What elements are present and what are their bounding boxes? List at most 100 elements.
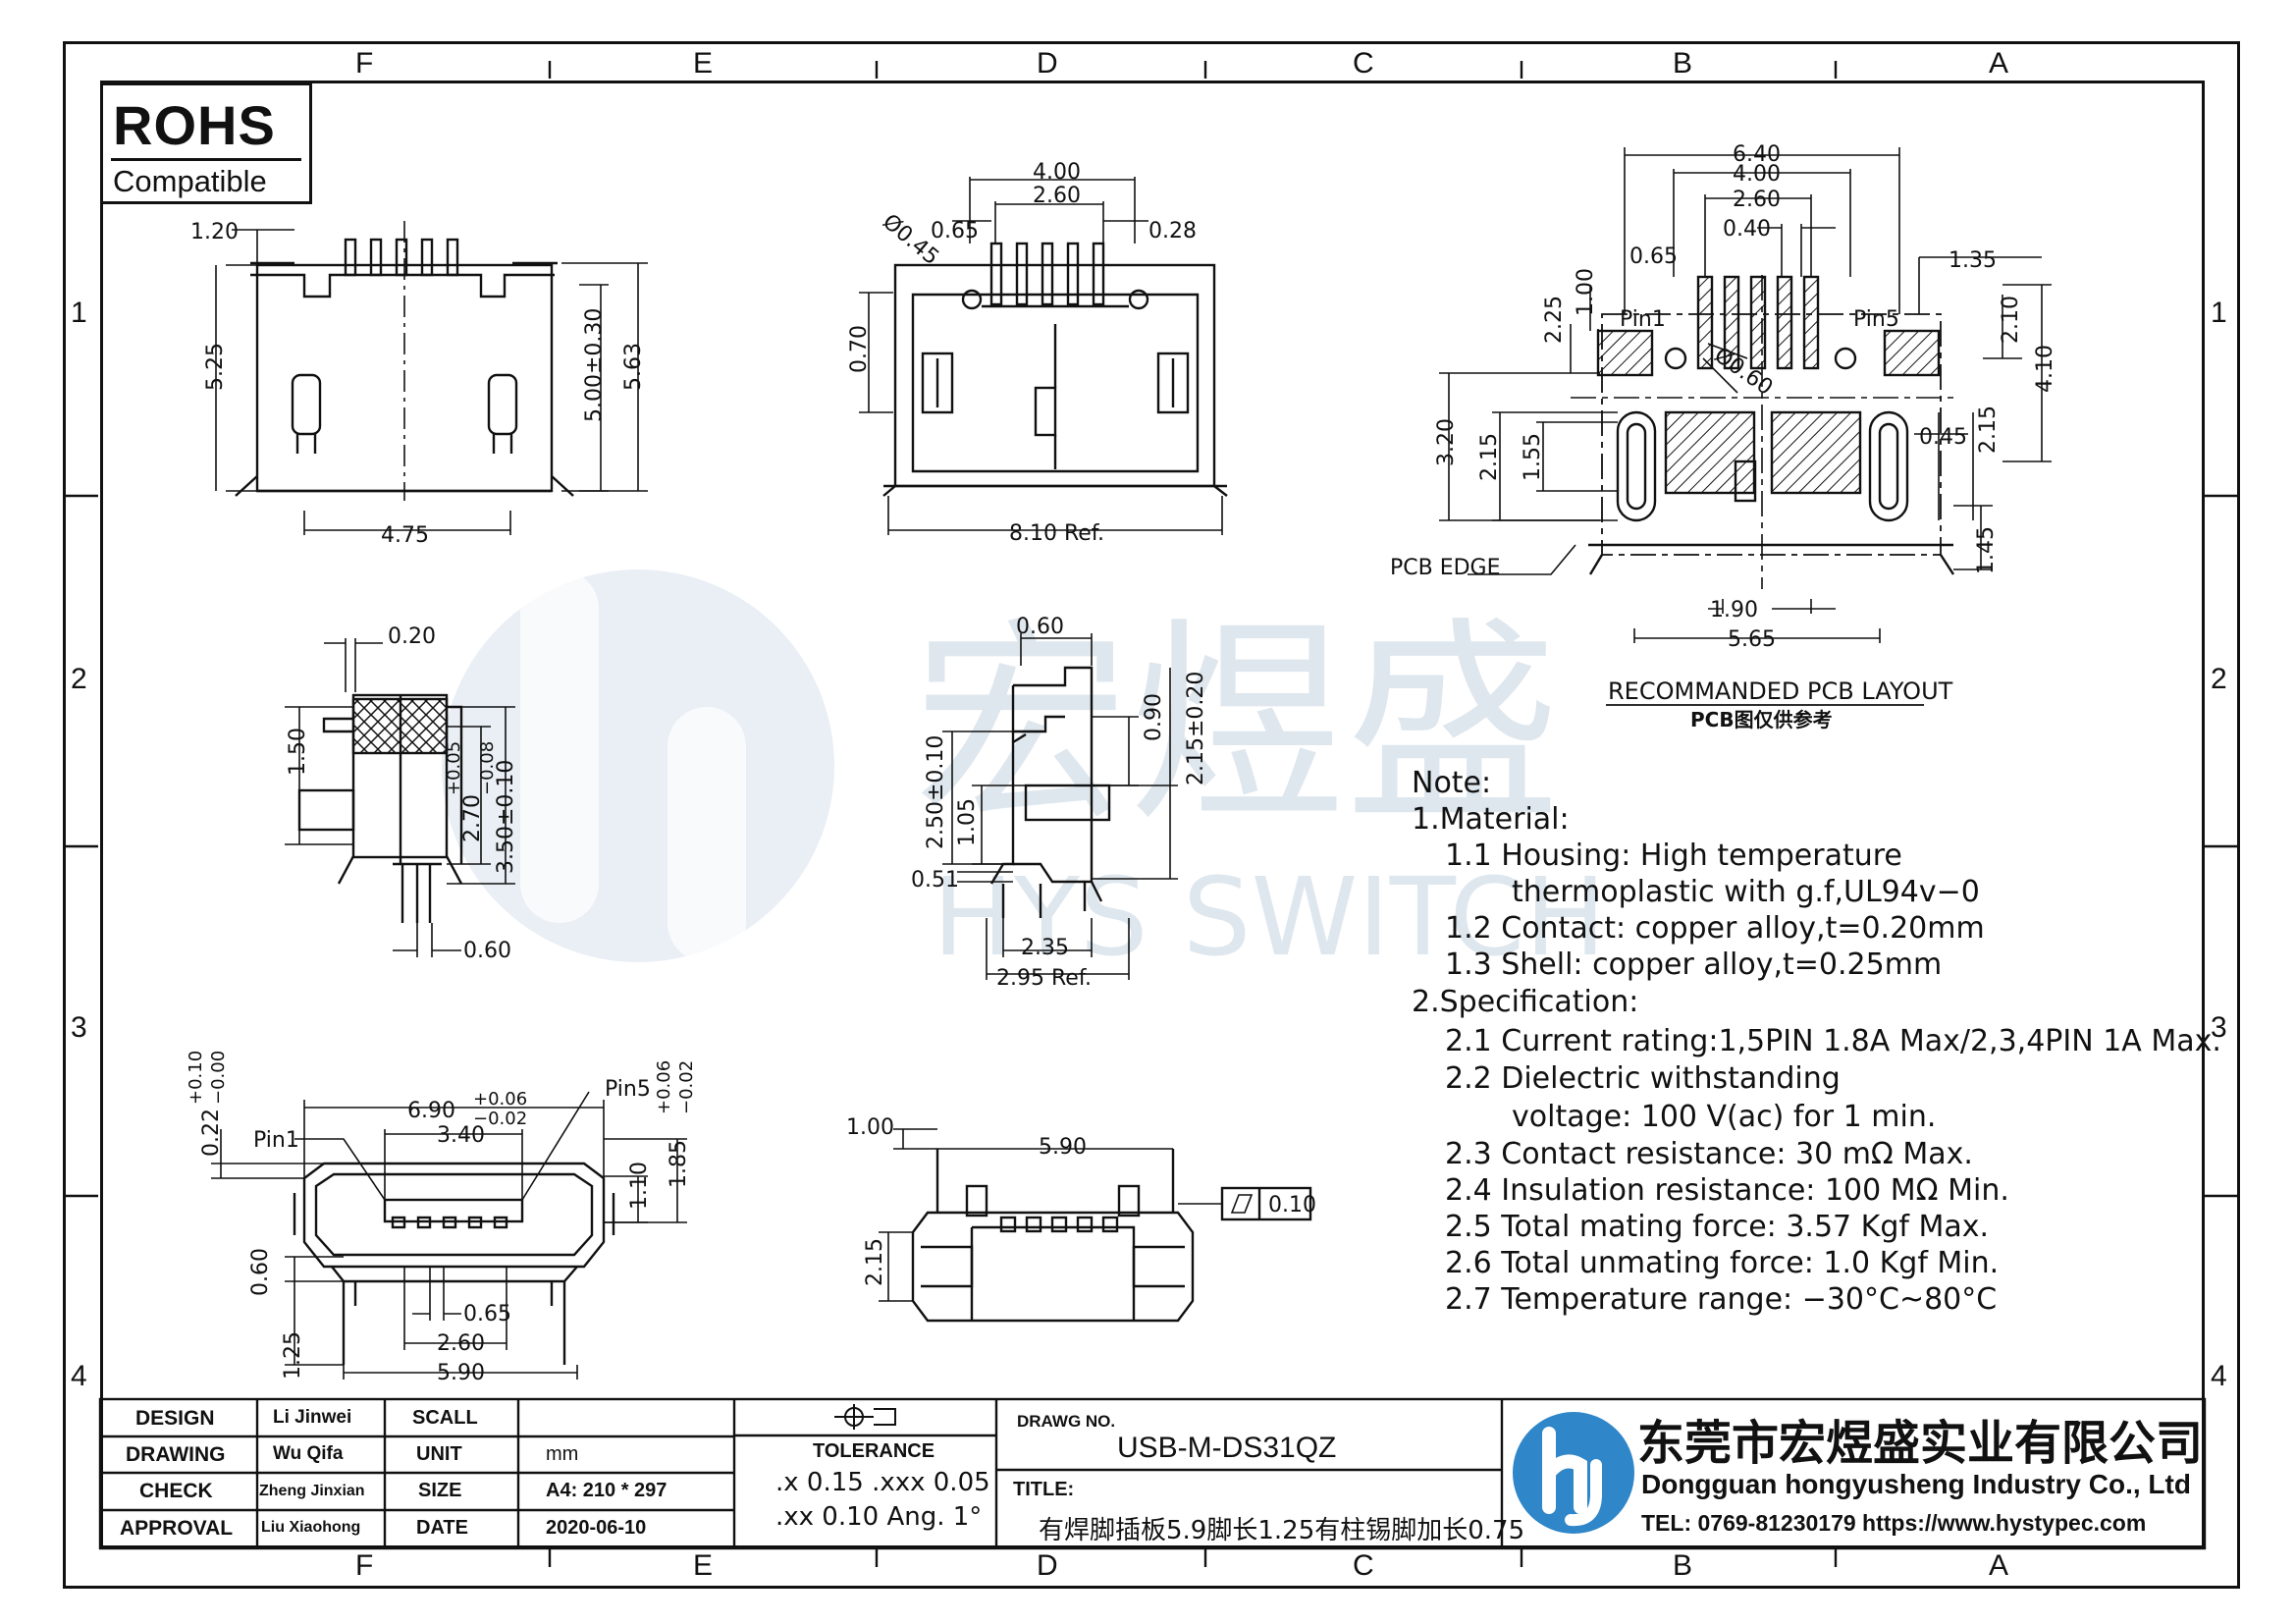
pcb-edge-label: PCB EDGE bbox=[1390, 556, 1501, 580]
note-line-6: 2.Specification: bbox=[1412, 985, 1639, 1019]
dim-bot-15: 1.25 bbox=[281, 1331, 305, 1380]
zone-right-2: 2 bbox=[2211, 663, 2227, 695]
tb-date-value: 2020-06-10 bbox=[546, 1517, 647, 1539]
dim-sidem-2: 0.90 bbox=[1142, 693, 1166, 741]
zone-top-F: F bbox=[355, 47, 374, 80]
dim-front-6: 0.70 bbox=[847, 325, 872, 373]
tb-title-label: TITLE: bbox=[1013, 1479, 1075, 1500]
tb-scale-key: SCALL bbox=[412, 1407, 478, 1429]
tb-design-label: DESIGN bbox=[135, 1407, 215, 1430]
dim-pcb-8: 2.25 bbox=[1542, 296, 1567, 344]
dim-top-4: 5.63 bbox=[621, 343, 646, 391]
dim-top-3: 5.00±0.30 bbox=[582, 308, 607, 422]
dim-bot-6: −0.02 bbox=[473, 1109, 527, 1129]
dim-pcb-12: Pin1 bbox=[1620, 307, 1666, 332]
zone-top-B: B bbox=[1673, 47, 1693, 80]
dim-pcb-2: 4.00 bbox=[1733, 162, 1781, 187]
dim-bot-2: +0.10 bbox=[186, 1051, 206, 1105]
dim-pcb-7: 1.00 bbox=[1574, 268, 1598, 316]
tb-unit-key: UNIT bbox=[416, 1443, 462, 1465]
dim-bot-10: 1.10 bbox=[627, 1162, 652, 1210]
dim-rear-3: 0.10 bbox=[1268, 1193, 1316, 1218]
note-line-11: 2.4 Insulation resistance: 100 MΩ Min. bbox=[1445, 1173, 2009, 1208]
dim-front-2: 2.60 bbox=[1033, 184, 1081, 208]
dim-top-1: 1.20 bbox=[190, 220, 239, 244]
note-line-13: 2.6 Total unmating force: 1.0 Kgf Min. bbox=[1445, 1246, 2000, 1280]
tb-unit-value: mm bbox=[546, 1443, 579, 1465]
dim-front-4: 0.28 bbox=[1148, 219, 1197, 244]
dim-pcb-3: 2.60 bbox=[1733, 188, 1781, 212]
side-view-mid bbox=[942, 633, 1178, 980]
dim-bot-12: +0.06 bbox=[654, 1060, 674, 1114]
dim-sidem-5: 1.05 bbox=[955, 798, 980, 846]
rear-view bbox=[879, 1128, 1312, 1323]
tb-title: 有焊脚插板5.9脚长1.25有柱锡脚加长0.75 bbox=[1039, 1516, 1525, 1545]
dim-bot-18: 5.90 bbox=[437, 1361, 485, 1385]
dim-sidel-6: 3.50±0.10 bbox=[494, 760, 518, 874]
dim-pcb-15: 0.45 bbox=[1919, 425, 1967, 450]
rohs-title: ROHS bbox=[113, 94, 276, 156]
dim-pcb-18: 1.55 bbox=[1521, 433, 1545, 481]
dim-sidel-3: 2.70 bbox=[460, 794, 485, 842]
note-line-8: 2.2 Dielectric withstanding bbox=[1445, 1061, 1841, 1096]
zone-left-4: 4 bbox=[71, 1360, 87, 1392]
dim-sidem-1: 0.60 bbox=[1016, 615, 1064, 639]
dim-bot-5: +0.06 bbox=[473, 1089, 527, 1110]
dim-top-5: 4.75 bbox=[381, 523, 429, 548]
tb-check-name: Zheng Jinxian bbox=[259, 1483, 365, 1499]
zone-bot-E: E bbox=[693, 1549, 714, 1582]
zone-right-3: 3 bbox=[2211, 1011, 2227, 1044]
dim-bot-9: Pin5 bbox=[605, 1077, 651, 1102]
dim-bot-16: 0.65 bbox=[463, 1302, 511, 1326]
zone-left-1: 1 bbox=[71, 297, 87, 329]
pcb-layout-view bbox=[1439, 147, 2052, 643]
rohs-subtitle: Compatible bbox=[113, 164, 267, 198]
dim-pcb-6: 1.35 bbox=[1949, 248, 1997, 273]
dim-bot-7: 3.40 bbox=[437, 1123, 485, 1148]
dim-bot-13: −0.02 bbox=[676, 1060, 697, 1114]
dim-sidel-5: −0.08 bbox=[477, 741, 498, 795]
side-view-left bbox=[285, 638, 515, 957]
dim-bot-1: 0.22 bbox=[199, 1109, 224, 1157]
dim-sidem-8: 2.95 Ref. bbox=[996, 966, 1092, 991]
zone-bot-D: D bbox=[1037, 1549, 1058, 1582]
dim-sidem-7: 2.35 bbox=[1021, 936, 1069, 960]
tb-contact: TEL: 0769-81230179 https://www.hystypec.… bbox=[1641, 1510, 2147, 1536]
dim-pcb-20: 1.90 bbox=[1710, 598, 1758, 623]
dim-sidel-4: +0.05 bbox=[444, 741, 464, 795]
dim-rear-1: 1.00 bbox=[846, 1115, 894, 1140]
tb-size-key: SIZE bbox=[418, 1480, 462, 1501]
tb-drawing-label: DRAWING bbox=[126, 1443, 226, 1466]
note-line-9: voltage: 100 V(ac) for 1 min. bbox=[1512, 1100, 1937, 1134]
note-line-1: 1.Material: bbox=[1412, 802, 1570, 837]
tb-design-name: Li Jinwei bbox=[273, 1407, 352, 1428]
tb-drawing-no: USB-M-DS31QZ bbox=[1117, 1432, 1337, 1464]
note-line-10: 2.3 Contact resistance: 30 mΩ Max. bbox=[1445, 1137, 1973, 1171]
dim-pcb-5: 0.65 bbox=[1629, 244, 1678, 269]
dim-sidem-3: 2.15±0.20 bbox=[1184, 672, 1208, 785]
rohs-divider bbox=[111, 158, 301, 161]
dim-bot-8: Pin1 bbox=[253, 1128, 299, 1153]
dim-pcb-16: 3.20 bbox=[1434, 418, 1459, 466]
tb-drawing-name: Wu Qifa bbox=[273, 1443, 344, 1464]
zone-left-2: 2 bbox=[71, 663, 87, 695]
zone-bot-A: A bbox=[1989, 1549, 2009, 1582]
tb-tolerance-line1: .x 0.15 .xxx 0.05 bbox=[775, 1468, 990, 1497]
dim-pcb-19: 1.45 bbox=[1974, 526, 1999, 574]
dim-sidel-1: 0.20 bbox=[388, 624, 436, 649]
dim-bot-11: 1.85 bbox=[667, 1140, 691, 1188]
front-view bbox=[859, 177, 1228, 535]
dim-front-7: 8.10 Ref. bbox=[1009, 521, 1104, 546]
dim-bot-14: 0.60 bbox=[248, 1248, 273, 1296]
dim-bot-17: 2.60 bbox=[437, 1331, 485, 1356]
dim-front-1: 4.00 bbox=[1033, 160, 1081, 185]
pcb-layout-title: RECOMMANDED PCB LAYOUT bbox=[1608, 677, 1953, 705]
zone-bot-F: F bbox=[355, 1549, 374, 1582]
dim-pcb-13: Pin5 bbox=[1853, 307, 1899, 332]
tb-approval-label: APPROVAL bbox=[120, 1517, 234, 1540]
dim-rear-2: 5.90 bbox=[1039, 1135, 1087, 1160]
dim-pcb-14: 2.15 bbox=[1976, 406, 2001, 454]
